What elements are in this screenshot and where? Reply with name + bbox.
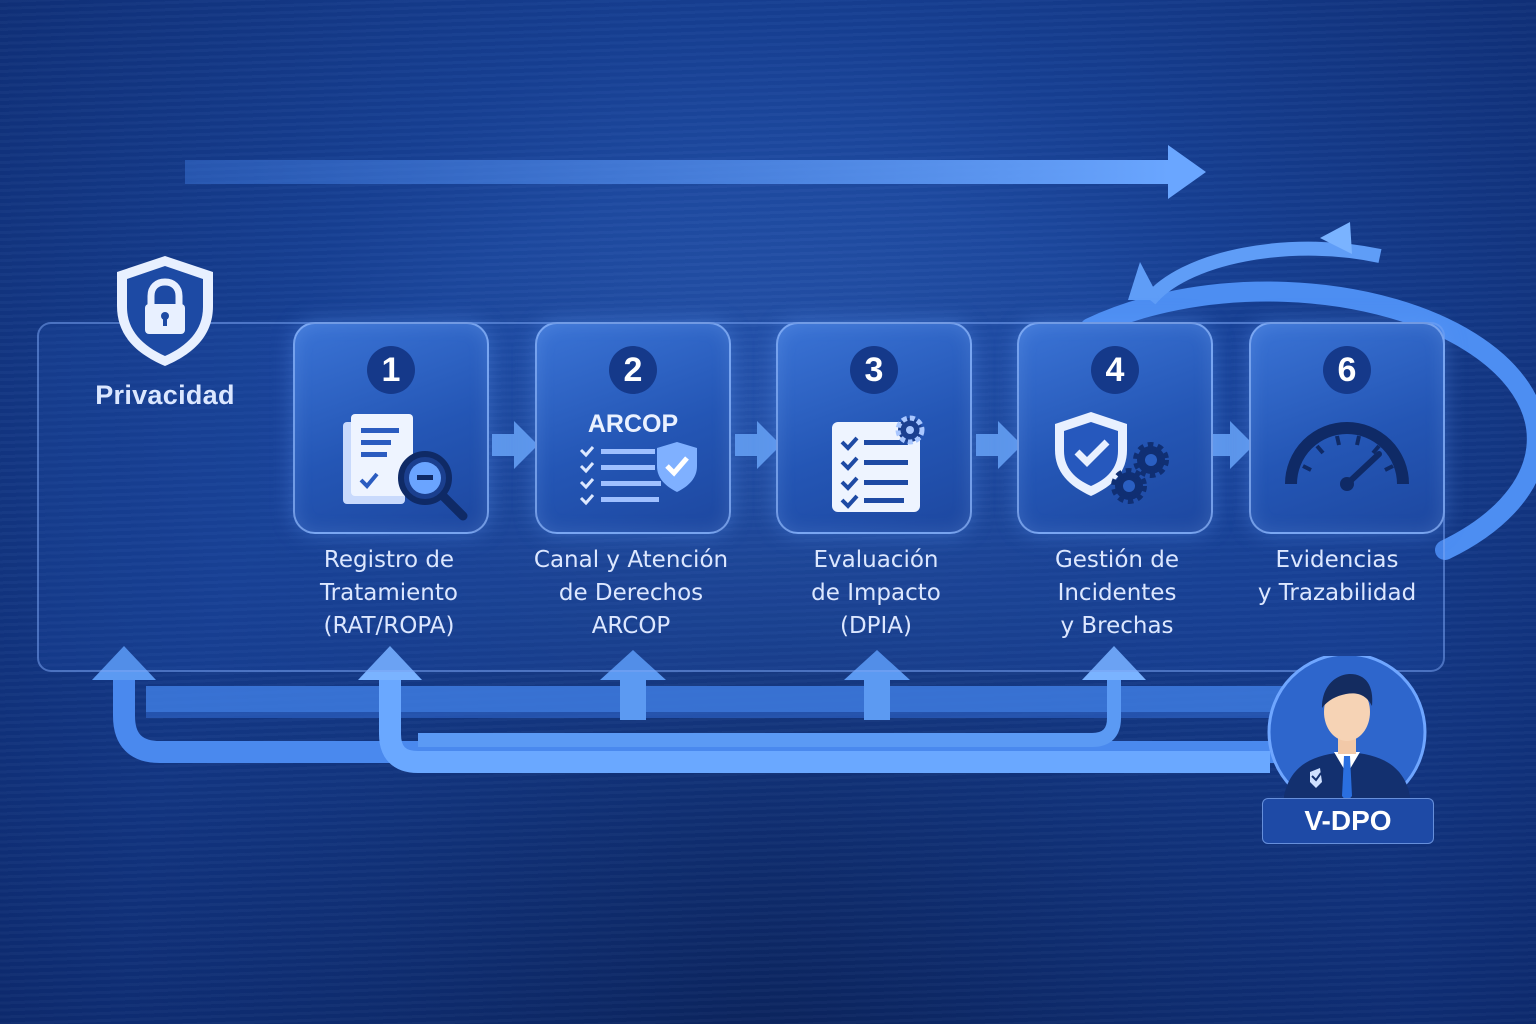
step-label-3: Evaluación de Impacto (DPIA) — [811, 547, 941, 639]
step-number: 4 — [1091, 346, 1139, 394]
outer-return-loop — [113, 676, 1290, 763]
step-label-1: Registro de Tratamiento (RAT/ROPA) — [320, 547, 458, 639]
step-number: 3 — [850, 346, 898, 394]
step-number: 1 — [367, 346, 415, 394]
checklist-gear-icon — [832, 415, 925, 512]
step-card-4[interactable]: 4 — [1017, 322, 1213, 534]
step-label-4: Gestión de Incidentes y Brechas — [1054, 547, 1180, 639]
shield-lock-icon — [117, 256, 213, 366]
gauge-icon — [1285, 422, 1409, 491]
step-card-1[interactable]: 1 — [293, 322, 489, 534]
privacy-label: Privacidad — [95, 380, 235, 410]
step-connectors — [492, 421, 1254, 469]
top-progress-arrow — [185, 145, 1206, 199]
document-search-icon — [343, 414, 468, 521]
step-label-2: Canal y Atención de Derechos ARCOP — [533, 547, 729, 639]
step-number: 6 — [1323, 346, 1371, 394]
step-label-6: Evidencias y Trazabilidad — [1257, 547, 1417, 606]
person-avatar-icon[interactable] — [1266, 656, 1428, 846]
dpo-badge[interactable]: V-DPO — [1262, 798, 1434, 844]
step-card-6[interactable]: 6 — [1249, 322, 1445, 534]
feedback-bar — [146, 686, 1296, 718]
checklist-shield-icon — [579, 442, 697, 506]
step-card-2[interactable]: 2 ARCOP — [535, 322, 731, 534]
shield-gears-icon — [1055, 412, 1169, 504]
step-card-3[interactable]: 3 — [776, 322, 972, 534]
arcop-tag: ARCOP — [587, 410, 679, 438]
feedback-up-arrows — [600, 650, 910, 720]
privacy-block: Privacidad — [80, 250, 250, 411]
step-number: 2 — [609, 346, 657, 394]
inner-return-loop — [379, 676, 1270, 773]
cycle-loop-arrow — [1080, 222, 1536, 560]
